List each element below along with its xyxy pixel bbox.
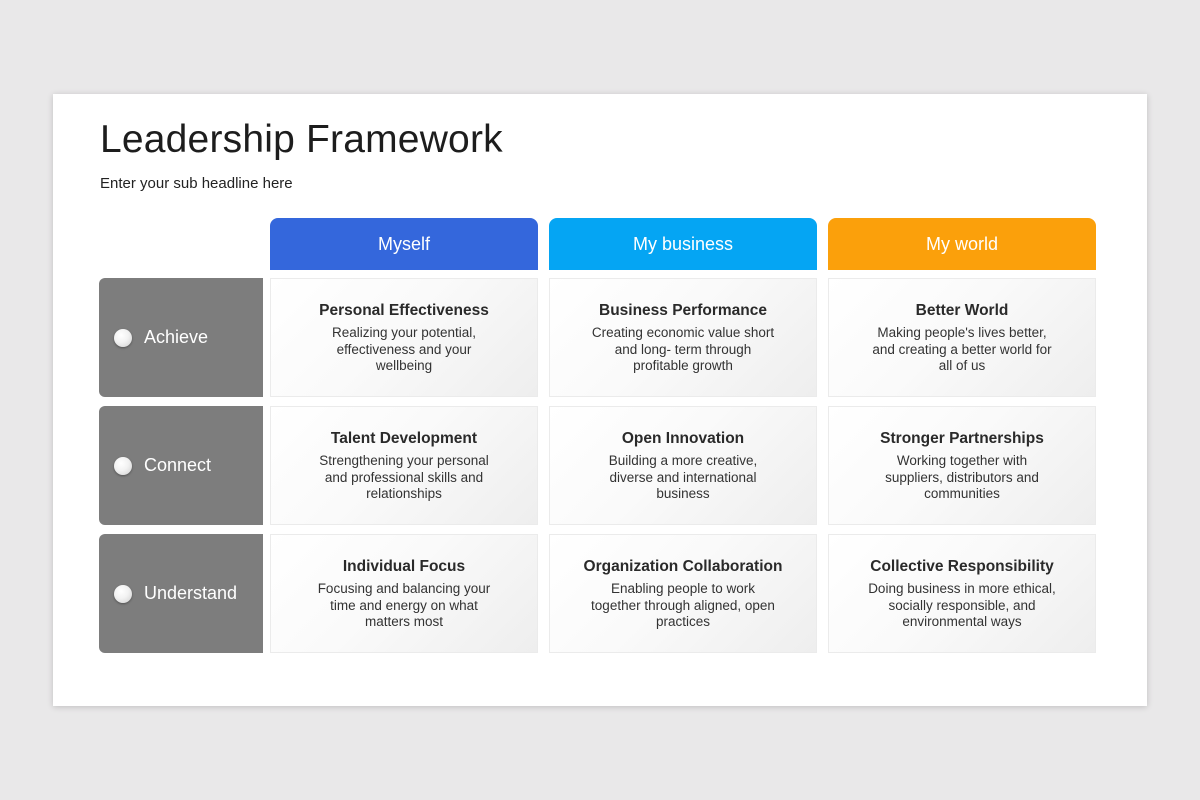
- framework-cell: Individual Focus Focusing and balancing …: [270, 534, 538, 653]
- framework-cell: Better World Making people's lives bette…: [828, 278, 1096, 397]
- circle-bullet-icon: [114, 584, 132, 603]
- column-header-my-world: My world: [828, 218, 1096, 270]
- cell-title: Collective Responsibility: [870, 558, 1054, 575]
- column-header-my-business: My business: [549, 218, 817, 270]
- slide: Leadership Framework Enter your sub head…: [53, 94, 1147, 706]
- framework-cell: Personal Effectiveness Realizing your po…: [270, 278, 538, 397]
- cell-title: Personal Effectiveness: [319, 302, 489, 319]
- cell-title: Stronger Partnerships: [880, 430, 1044, 447]
- column-header-label: My business: [632, 233, 734, 254]
- cell-description: Building a more creative, diverse and in…: [608, 453, 758, 501]
- cell-title: Better World: [915, 302, 1009, 319]
- cell-title: Talent Development: [330, 430, 478, 447]
- framework-cell: Organization Collaboration Enabling peop…: [549, 534, 817, 653]
- cell-description: Enabling people to work together through…: [591, 581, 775, 629]
- cell-title: Business Performance: [599, 302, 767, 319]
- column-header-myself: Myself: [270, 218, 538, 270]
- cell-description: Focusing and balancing your time and ene…: [317, 581, 491, 629]
- circle-bullet-icon: [114, 456, 132, 475]
- framework-cell: Business Performance Creating economic v…: [549, 278, 817, 397]
- page-title: Leadership Framework: [100, 118, 503, 161]
- page-subtitle: Enter your sub headline here: [100, 175, 293, 192]
- row-header-achieve: Achieve: [99, 278, 263, 397]
- row-header-connect: Connect: [99, 406, 263, 525]
- circle-bullet-icon: [114, 328, 132, 347]
- framework-cell: Open Innovation Building a more creative…: [549, 406, 817, 525]
- cell-description: Strengthening your personal and professi…: [319, 453, 489, 501]
- framework-cell: Stronger Partnerships Working together w…: [828, 406, 1096, 525]
- cell-title: Organization Collaboration: [583, 558, 783, 575]
- framework-cell: Talent Development Strengthening your pe…: [270, 406, 538, 525]
- row-header-label: Achieve: [144, 327, 209, 347]
- row-header-label: Connect: [144, 455, 212, 475]
- cell-description: Doing business in more ethical, socially…: [868, 581, 1056, 629]
- row-header-label: Understand: [144, 583, 238, 603]
- cell-title: Open Innovation: [621, 430, 745, 447]
- row-header-understand: Understand: [99, 534, 263, 653]
- column-header-label: My world: [925, 233, 998, 254]
- framework-cell: Collective Responsibility Doing business…: [828, 534, 1096, 653]
- cell-description: Working together with suppliers, distrib…: [885, 453, 1039, 501]
- cell-description: Making people's lives better, and creati…: [872, 325, 1052, 373]
- cell-description: Creating economic value short and long- …: [591, 325, 775, 373]
- cell-description: Realizing your potential, effectiveness …: [331, 325, 477, 373]
- column-header-label: Myself: [377, 233, 430, 254]
- cell-title: Individual Focus: [342, 558, 466, 575]
